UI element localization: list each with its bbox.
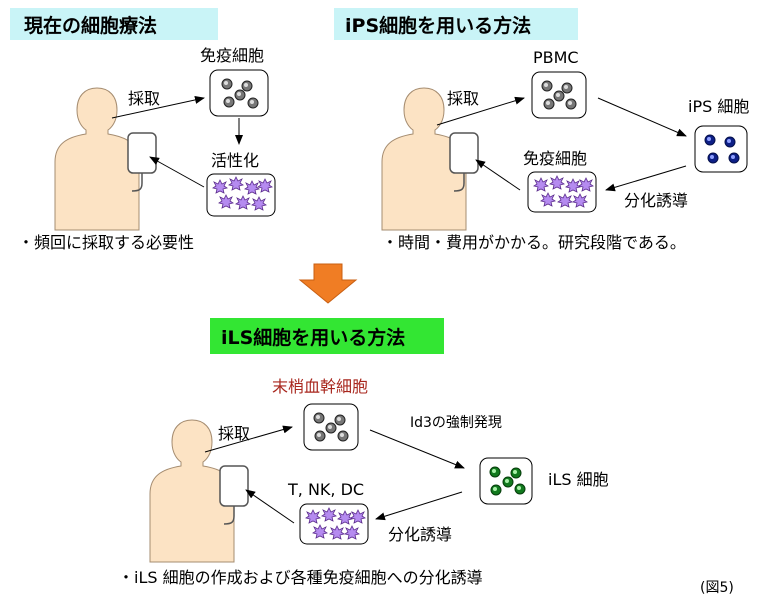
label-immune-cells-ips: 免疫細胞 [523, 149, 587, 168]
label-pbmc: PBMC [533, 48, 579, 67]
cell-dish-ips [694, 125, 748, 173]
cell-dot [553, 90, 565, 102]
cell-dot [325, 422, 337, 434]
cell-dot [565, 98, 577, 110]
arrow-collect-ips [436, 96, 525, 126]
ips-cell [707, 152, 719, 164]
label-immune-cells-current: 免疫細胞 [200, 46, 264, 65]
label-id3-induction: Id3の強制発現 [410, 415, 502, 431]
cell-dot [334, 414, 346, 426]
figure-label: (図5) [700, 580, 734, 596]
label-collect-ips: 採取 [447, 89, 479, 108]
ils-cell [510, 467, 522, 479]
arrow-return-current [149, 156, 205, 188]
label-ips-cells: iPS 細胞 [688, 97, 749, 116]
arrow-collect-current [111, 96, 205, 119]
section-title-ips: iPS細胞を用いる方法 [345, 14, 531, 37]
ils-cell [514, 483, 526, 495]
section-title-ils: iLS細胞を用いる方法 [221, 326, 405, 349]
ips-cell [728, 152, 740, 164]
arrow-differentiate-ils [375, 491, 463, 521]
cell-dot [247, 97, 259, 109]
ils-cell [490, 484, 502, 496]
label-peripheral-stem-cells: 末梢血幹細胞 [272, 377, 368, 396]
label-collect-current: 採取 [128, 89, 160, 108]
section-title-bg-current [10, 8, 218, 40]
cell-dot [561, 82, 573, 94]
note-current: ・頻回に採取する必要性 [18, 233, 194, 252]
ips-cell [704, 134, 716, 146]
arrow-reprogram [597, 97, 687, 137]
section-title-bg-ils [210, 318, 444, 354]
cell-dot [223, 96, 235, 108]
label-collect-ils: 採取 [218, 424, 250, 443]
label-differentiate-ips: 分化誘導 [624, 191, 688, 210]
note-ips: ・時間・費用がかかる。研究段階である。 [382, 233, 686, 252]
cell-dot [313, 412, 325, 424]
cell-dot [234, 89, 246, 101]
cell-dot [221, 78, 233, 90]
cell-dot [541, 80, 553, 92]
arrow-return-ils [245, 489, 295, 524]
label-activation: 活性化 [211, 151, 259, 170]
cell-dot [241, 80, 253, 92]
label-ils-cells: iLS 細胞 [548, 470, 609, 489]
arrow-return-ips [475, 159, 521, 191]
note-ils: ・iLS 細胞の作成および各種免疫細胞への分化誘導 [118, 568, 483, 587]
cell-dot [543, 98, 555, 110]
arrow-differentiate-ips [605, 165, 687, 192]
arrow-induce [369, 429, 465, 469]
section-title-current: 現在の細胞療法 [24, 14, 157, 37]
ils-cell [489, 466, 501, 478]
arrow-collect-ils [204, 425, 293, 453]
person-icon [54, 87, 140, 231]
label-t-nk-dc: T, NK, DC [287, 480, 364, 499]
ips-cell [724, 136, 736, 148]
cell-dot [337, 430, 349, 442]
cell-dot [314, 430, 326, 442]
section-title-bg-ips [334, 8, 578, 40]
down-arrow-icon [298, 263, 358, 304]
label-differentiate-ils: 分化誘導 [388, 525, 452, 544]
ils-cell [502, 476, 514, 488]
